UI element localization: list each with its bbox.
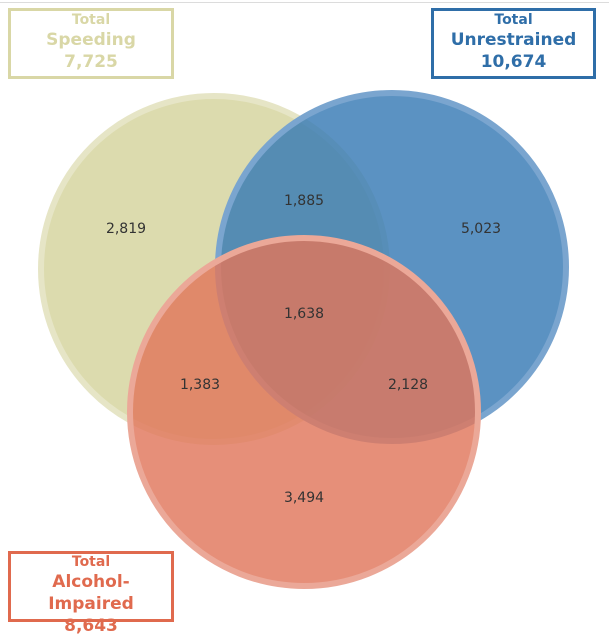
total-speeding-box: Total Speeding 7,725 <box>8 8 174 79</box>
total-unrestrained-box: Total Unrestrained 10,674 <box>431 8 596 79</box>
region-label-speeding-alcohol: 1,383 <box>180 377 220 393</box>
total-speeding-name: Speeding <box>46 30 136 50</box>
total-speeding-value: 7,725 <box>64 52 118 72</box>
total-unrestrained-caption: Total <box>494 12 533 28</box>
region-label-speeding-unrestrained: 1,885 <box>284 193 324 209</box>
venn-circle-alcohol <box>127 235 481 589</box>
top-divider <box>0 2 609 3</box>
total-alcohol-caption: Total <box>71 554 111 570</box>
total-alcohol-value: 8,643 <box>64 616 118 636</box>
total-unrestrained-value: 10,674 <box>480 52 547 72</box>
region-label-speeding-unrestrained-alcohol: 1,638 <box>284 306 324 322</box>
region-label-unrestrained-alcohol: 2,128 <box>388 377 428 393</box>
region-label-alcohol: 3,494 <box>284 490 324 506</box>
total-alcohol-name: Alcohol-Impaired <box>48 572 134 614</box>
total-alcohol-box: Total Alcohol-Impaired 8,643 <box>8 551 174 636</box>
region-label-unrestrained: 5,023 <box>461 221 501 237</box>
total-unrestrained-name: Unrestrained <box>450 30 577 50</box>
region-label-speeding: 2,819 <box>106 221 146 237</box>
total-speeding-caption: Total <box>71 12 111 28</box>
